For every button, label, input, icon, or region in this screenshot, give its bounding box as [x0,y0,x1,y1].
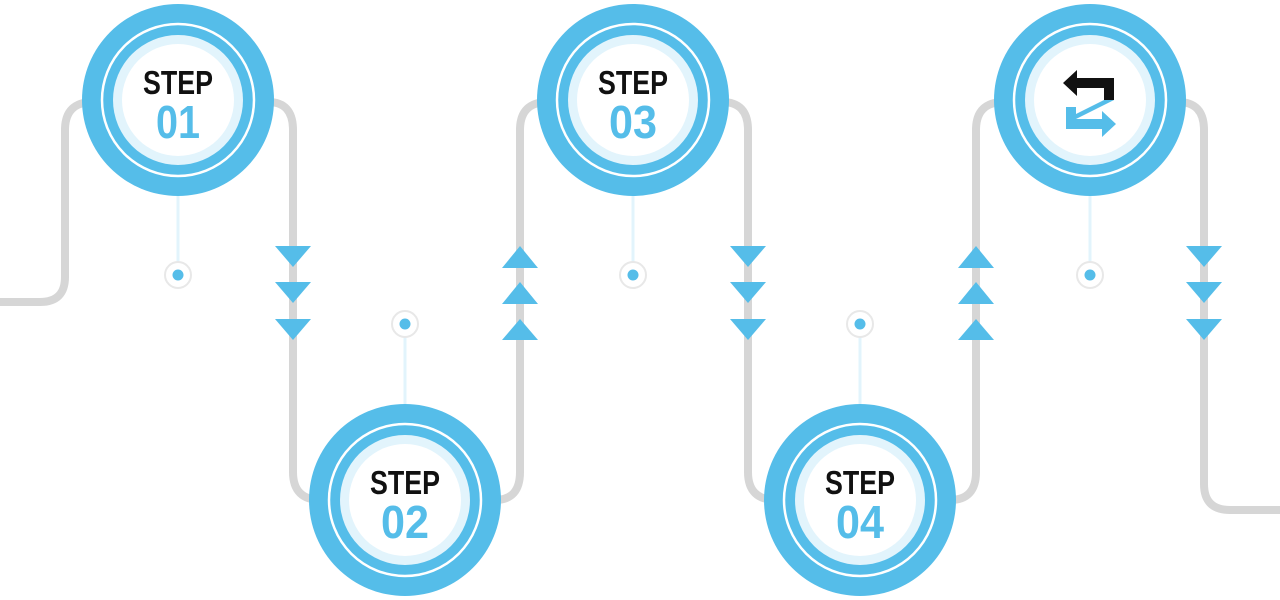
arrow-up-icon [958,246,994,268]
step-node-3: STEP 03 [537,4,729,196]
arrows-down-2 [730,246,766,340]
arrow-down-icon [730,282,766,303]
arrows-up-2 [958,246,994,340]
step-node-4: STEP 04 [764,404,956,596]
step-node-2: STEP 02 [309,404,501,596]
step-label: STEP [143,64,213,101]
step-label: STEP [598,64,668,101]
arrow-down-icon [1186,282,1222,303]
pin-dot [172,269,184,281]
pin-dot [854,318,866,330]
connector-track [0,98,97,306]
arrows-up-1 [502,246,538,340]
step-number: 02 [381,496,429,548]
arrow-down-icon [1186,319,1222,340]
pin-step-2 [391,310,419,413]
step-label: STEP [825,464,895,501]
connector-track [1174,98,1280,514]
pin-step-3 [619,186,647,289]
step-number: 01 [156,96,200,148]
pin-dot [1084,269,1096,281]
final-node [994,4,1186,196]
arrow-up-icon [958,319,994,340]
pin-dot [399,318,411,330]
arrow-down-icon [730,246,766,267]
arrow-down-icon [275,282,311,303]
pin-final [1076,186,1104,289]
arrow-up-icon [502,282,538,304]
pin-step-1 [164,186,192,289]
step-label: STEP [370,464,440,501]
arrow-down-icon [730,319,766,340]
arrows-down-3 [1186,246,1222,340]
arrows-down-1 [275,246,311,340]
arrow-down-icon [275,319,311,340]
arrow-down-icon [275,246,311,267]
step-number: 04 [836,496,884,548]
pin-step-4 [846,310,874,413]
step-number: 03 [609,96,657,148]
arrow-up-icon [958,282,994,304]
arrow-down-icon [1186,246,1222,267]
pin-dot [627,269,639,281]
arrow-up-icon [502,319,538,340]
repeat-arrows-icon [1063,70,1116,137]
step-node-1: STEP 01 [82,4,274,196]
arrow-up-icon [502,246,538,268]
